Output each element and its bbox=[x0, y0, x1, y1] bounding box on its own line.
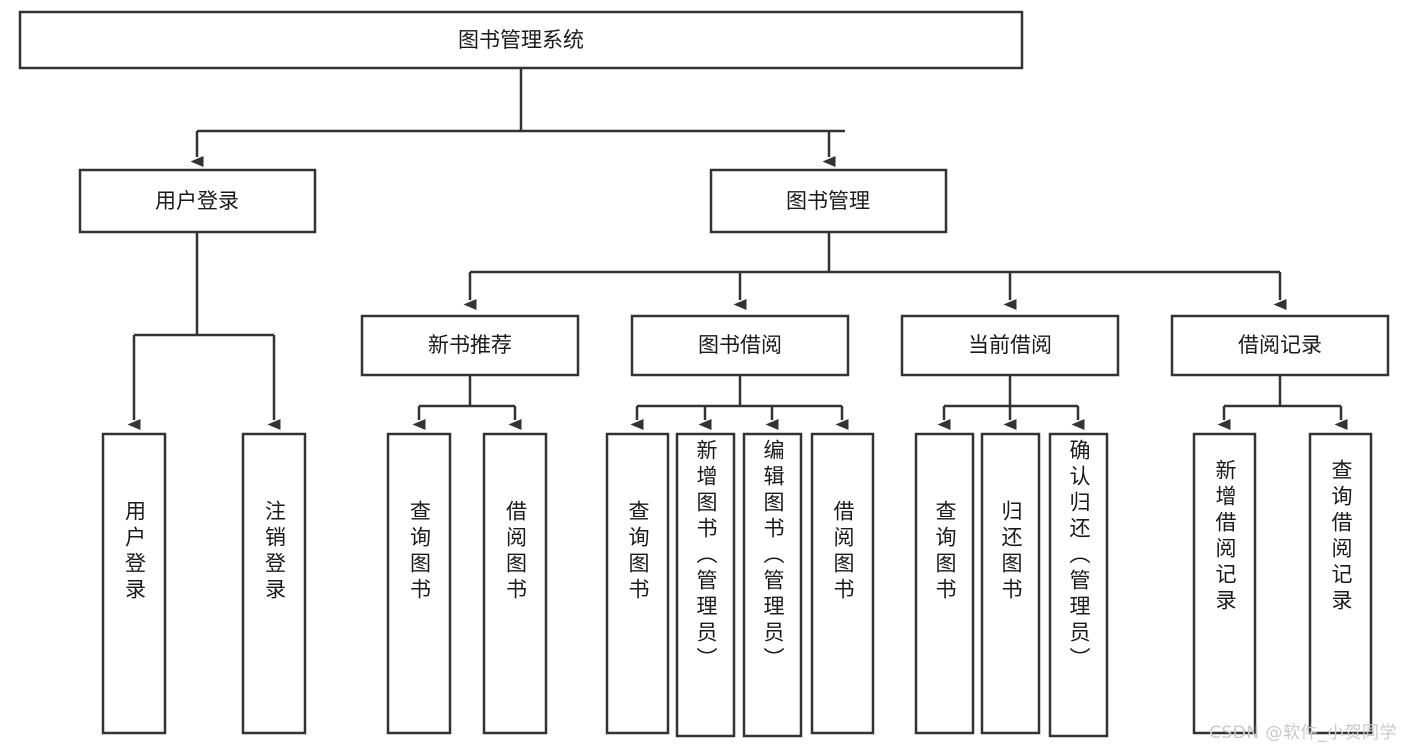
node-user-login-label: 用户登录 bbox=[155, 189, 239, 213]
leaf-box-user-logout[interactable] bbox=[241, 432, 307, 735]
leaf-box-edit-book[interactable] bbox=[742, 432, 803, 738]
node-current-borrow[interactable]: 当前借阅 bbox=[900, 314, 1120, 377]
node-borrow-record-label: 借阅记录 bbox=[1238, 333, 1322, 357]
leaf-box-return-book[interactable] bbox=[980, 432, 1041, 735]
connector-root-to-level2 bbox=[190, 68, 845, 167]
leaf-box-borrow-book-2[interactable] bbox=[810, 432, 875, 735]
node-book-management[interactable]: 图书管理 bbox=[709, 168, 948, 234]
node-new-book-recommend-label: 新书推荐 bbox=[428, 333, 512, 357]
node-root-system[interactable]: 图书管理系统 bbox=[18, 10, 1024, 70]
watermark-text: CSDN @软件_小贺同学 bbox=[1209, 723, 1397, 743]
leaf-box-user-login[interactable] bbox=[101, 432, 167, 735]
node-current-borrow-label: 当前借阅 bbox=[968, 333, 1052, 357]
leaf-box-query-book-3[interactable] bbox=[914, 432, 975, 735]
connector-new-book-recommend-to-leaves bbox=[412, 375, 522, 430]
leaf-box-query-book-1[interactable] bbox=[386, 432, 452, 735]
node-book-management-label: 图书管理 bbox=[786, 189, 870, 213]
leaf-boxes bbox=[101, 432, 1373, 738]
node-user-login[interactable]: 用户登录 bbox=[78, 168, 317, 234]
leaf-box-borrow-book-1[interactable] bbox=[482, 432, 548, 735]
node-root-label: 图书管理系统 bbox=[458, 28, 584, 52]
leaf-box-query-book-2[interactable] bbox=[605, 432, 670, 735]
node-book-borrow[interactable]: 图书借阅 bbox=[630, 314, 850, 377]
connector-book-management-to-level3 bbox=[463, 232, 1287, 310]
leaf-box-add-book[interactable] bbox=[675, 432, 736, 738]
leaf-box-query-record[interactable] bbox=[1308, 432, 1373, 735]
node-borrow-record[interactable]: 借阅记录 bbox=[1170, 314, 1390, 377]
node-new-book-recommend[interactable]: 新书推荐 bbox=[360, 314, 580, 377]
connector-user-login-to-leaves bbox=[127, 232, 281, 430]
connector-current-borrow-to-leaves bbox=[937, 375, 1085, 430]
node-book-borrow-label: 图书借阅 bbox=[698, 333, 782, 357]
connector-borrow-record-to-leaves bbox=[1217, 375, 1348, 430]
leaf-box-confirm-return[interactable] bbox=[1048, 432, 1109, 738]
leaf-box-add-record[interactable] bbox=[1192, 432, 1257, 735]
connector-book-borrow-to-leaves bbox=[630, 375, 849, 430]
